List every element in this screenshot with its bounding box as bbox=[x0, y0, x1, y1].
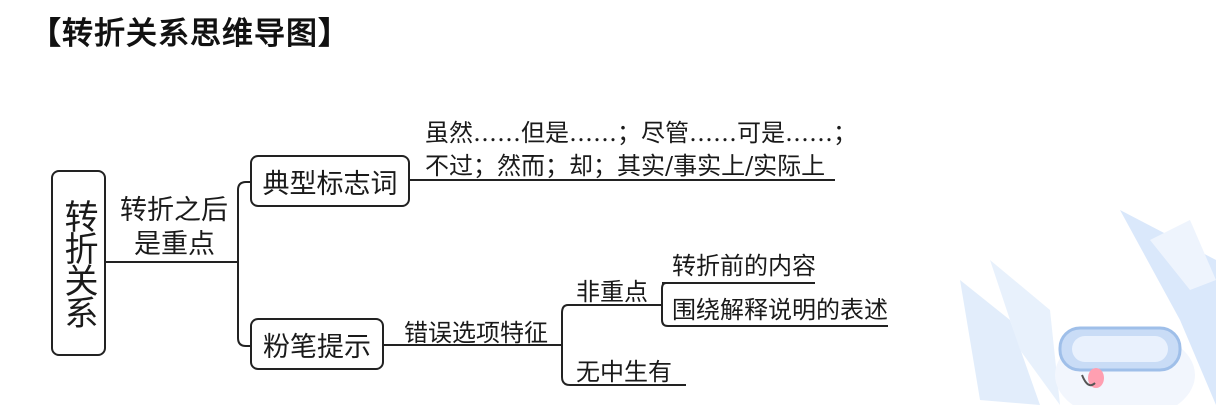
wrong-option-features: 错误选项特征 bbox=[404, 319, 548, 347]
non-key-item-before-turn: 转折前的内容 bbox=[672, 252, 816, 280]
fabricated-label: 无中生有 bbox=[576, 358, 672, 386]
non-key-label: 非重点 bbox=[576, 278, 648, 306]
root-note-line1: 转折之后 bbox=[120, 195, 228, 226]
branch-fenbi-tip: 粉笔提示 bbox=[250, 318, 384, 370]
markers-line1: 虽然……但是……；尽管……可是……； bbox=[425, 119, 857, 147]
root-note-line2: 是重点 bbox=[134, 229, 215, 260]
non-key-item-explanation: 围绕解释说明的表述 bbox=[672, 296, 888, 324]
branch-fenbi-tip-label: 粉笔提示 bbox=[263, 331, 371, 363]
root-node: 转折关系 bbox=[51, 170, 106, 356]
branch-typical-markers-label: 典型标志词 bbox=[262, 168, 398, 200]
page-title: 【转折关系思维导图】 bbox=[30, 16, 350, 52]
branch-typical-markers: 典型标志词 bbox=[250, 155, 410, 207]
mascot-decoration bbox=[960, 210, 1216, 405]
root-label: 转折关系 bbox=[58, 199, 98, 327]
markers-line2: 不过；然而；却；其实/事实上/实际上 bbox=[425, 152, 826, 180]
